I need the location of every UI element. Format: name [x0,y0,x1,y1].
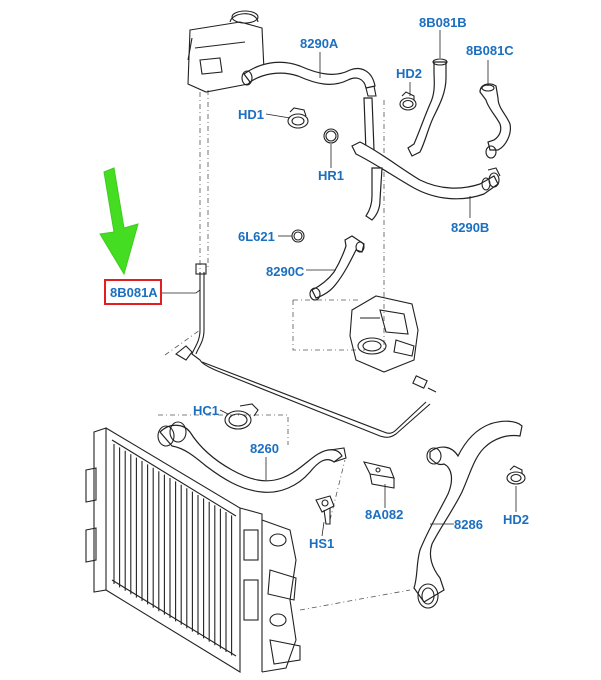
hose-connector-vertical [363,97,375,153]
clamp-HD2-bottom [506,465,526,485]
part-labels: 8290A 8B081B HD2 8B081C HD1 HR1 8290B 6L… [110,15,529,551]
pipe-8290B [351,141,501,221]
pump-housing [349,295,419,373]
expansion-tank [187,10,265,93]
label-8B081C: 8B081C [466,43,514,58]
label-8260: 8260 [250,441,279,456]
bracket-8A082 [362,461,395,489]
label-HD2-bottom: HD2 [503,512,529,527]
clamp-HD2-top [399,91,417,111]
oring-6L621 [291,229,305,243]
label-8290A: 8290A [300,36,339,51]
hose-8290A [241,61,377,97]
oring-HR1 [323,128,339,144]
leader-lines [162,30,517,537]
bleed-pipe-8B081A [175,263,437,438]
hose-8286 [413,420,523,609]
label-8286: 8286 [454,517,483,532]
label-HD2-top: HD2 [396,66,422,81]
label-HC1: HC1 [193,403,219,418]
label-HR1: HR1 [318,168,344,183]
label-HS1: HS1 [309,536,334,551]
reference-dash-lines [158,90,411,611]
clamp-HC1 [224,403,259,430]
sensor-HS1 [315,495,335,525]
label-8A082: 8A082 [365,507,403,522]
label-8290B: 8290B [451,220,489,235]
label-6L621: 6L621 [238,229,275,244]
radiator [85,427,301,673]
hose-8B081C [479,83,511,159]
label-8B081B: 8B081B [419,15,467,30]
label-8290C: 8290C [266,264,305,279]
label-HD1: HD1 [238,107,264,122]
highlight-box [104,279,162,305]
highlight-arrow [99,167,139,276]
hose-8290C [309,235,365,301]
label-8B081A: 8B081A [110,285,158,300]
hose-8B081B [407,58,448,157]
clamp-HD1 [287,107,309,129]
radiator-fins [113,444,233,656]
hose-8260 [157,421,347,493]
